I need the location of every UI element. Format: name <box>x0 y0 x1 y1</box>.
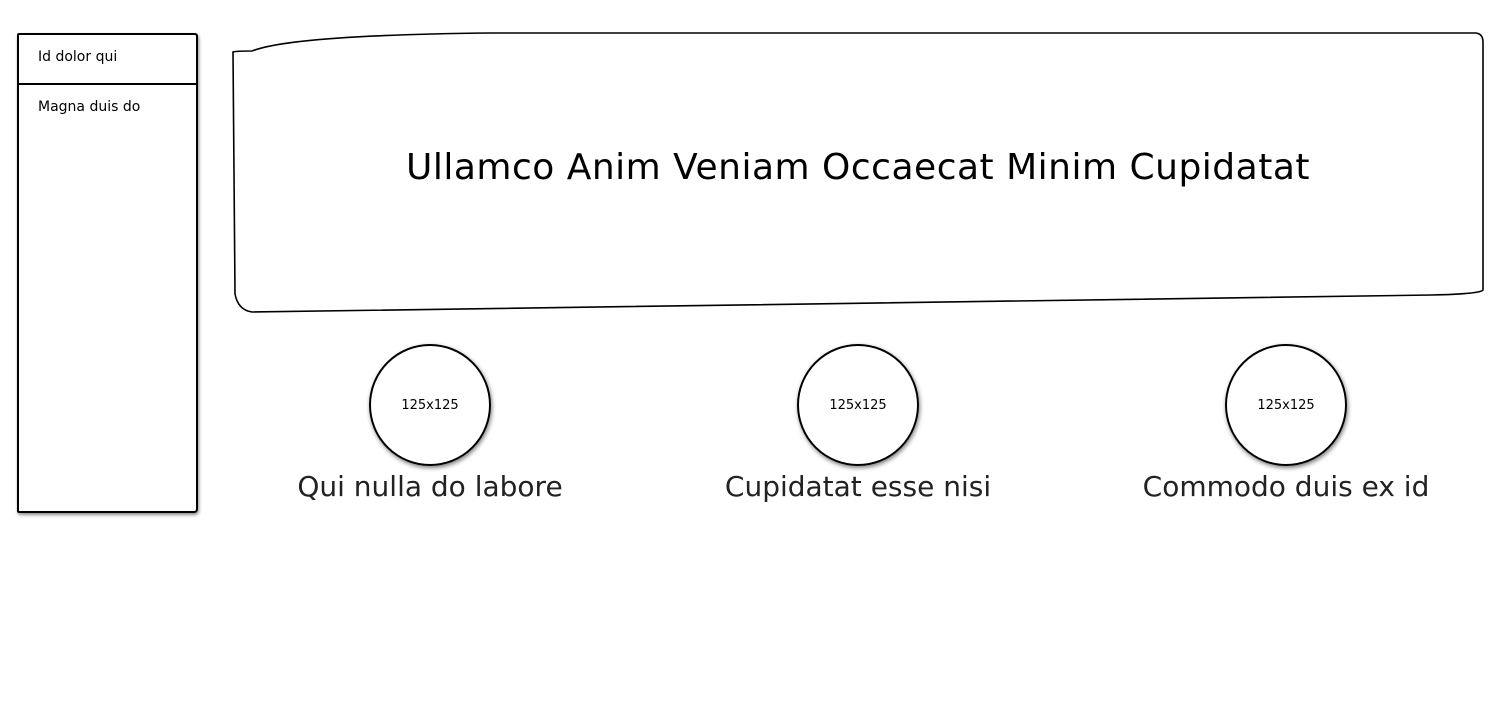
sidebar-item-magna-duis-do[interactable]: Magna duis do <box>19 83 196 131</box>
feature-image-placeholder: 125x125 <box>369 344 491 466</box>
hero-banner: Ullamco Anim Veniam Occaecat Minim Cupid… <box>232 32 1484 314</box>
feature-image-placeholder: 125x125 <box>1225 344 1347 466</box>
sidebar-item-label: Magna duis do <box>38 99 141 115</box>
feature-caption: Commodo duis ex id <box>1142 470 1430 503</box>
image-size-label: 125x125 <box>1257 397 1315 413</box>
feature-caption: Qui nulla do labore <box>297 470 563 503</box>
image-size-label: 125x125 <box>401 397 459 413</box>
feature-2: 125x125 Cupidatat esse nisi <box>708 344 1008 503</box>
hero-title: Ullamco Anim Veniam Occaecat Minim Cupid… <box>405 146 1311 188</box>
sidebar-list: Id dolor qui Magna duis do <box>17 33 198 513</box>
hero-border <box>232 32 1484 313</box>
feature-image-placeholder: 125x125 <box>797 344 919 466</box>
feature-1: 125x125 Qui nulla do labore <box>280 344 580 503</box>
feature-caption: Cupidatat esse nisi <box>724 470 992 503</box>
sidebar-item-label: Id dolor qui <box>38 49 118 65</box>
feature-3: 125x125 Commodo duis ex id <box>1136 344 1436 503</box>
image-size-label: 125x125 <box>829 397 887 413</box>
sidebar-item-id-dolor-qui[interactable]: Id dolor qui <box>19 35 196 83</box>
